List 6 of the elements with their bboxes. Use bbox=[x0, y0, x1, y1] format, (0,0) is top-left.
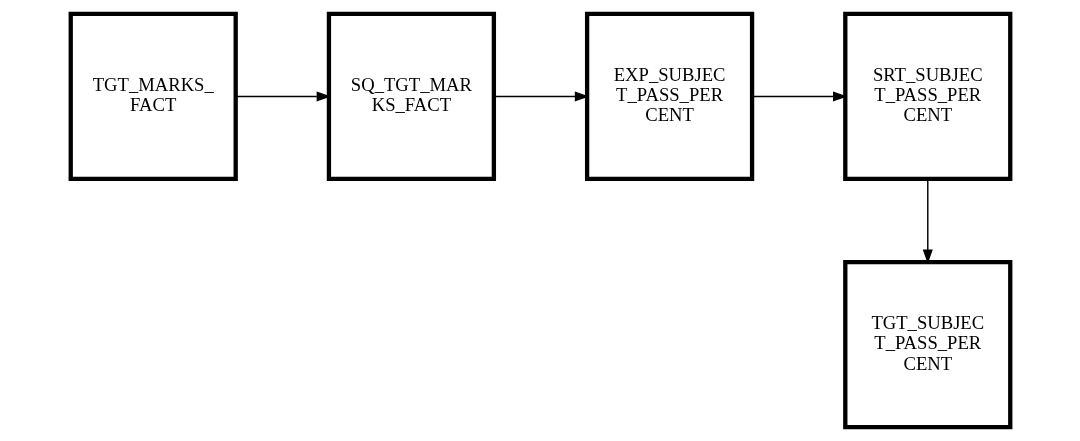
arrow bbox=[751, 91, 847, 102]
node-box: EXP_SUBJECT_PASS_PERCENT bbox=[584, 11, 754, 182]
node-box: TGT_MARKS_FACT bbox=[68, 11, 238, 182]
node-box: SRT_SUBJECT_PASS_PERCENT bbox=[842, 11, 1012, 182]
node-box: TGT_SUBJECT_PASS_PERCENT bbox=[842, 259, 1012, 430]
node-box: SQ_TGT_MARKS_FACT bbox=[326, 11, 496, 182]
